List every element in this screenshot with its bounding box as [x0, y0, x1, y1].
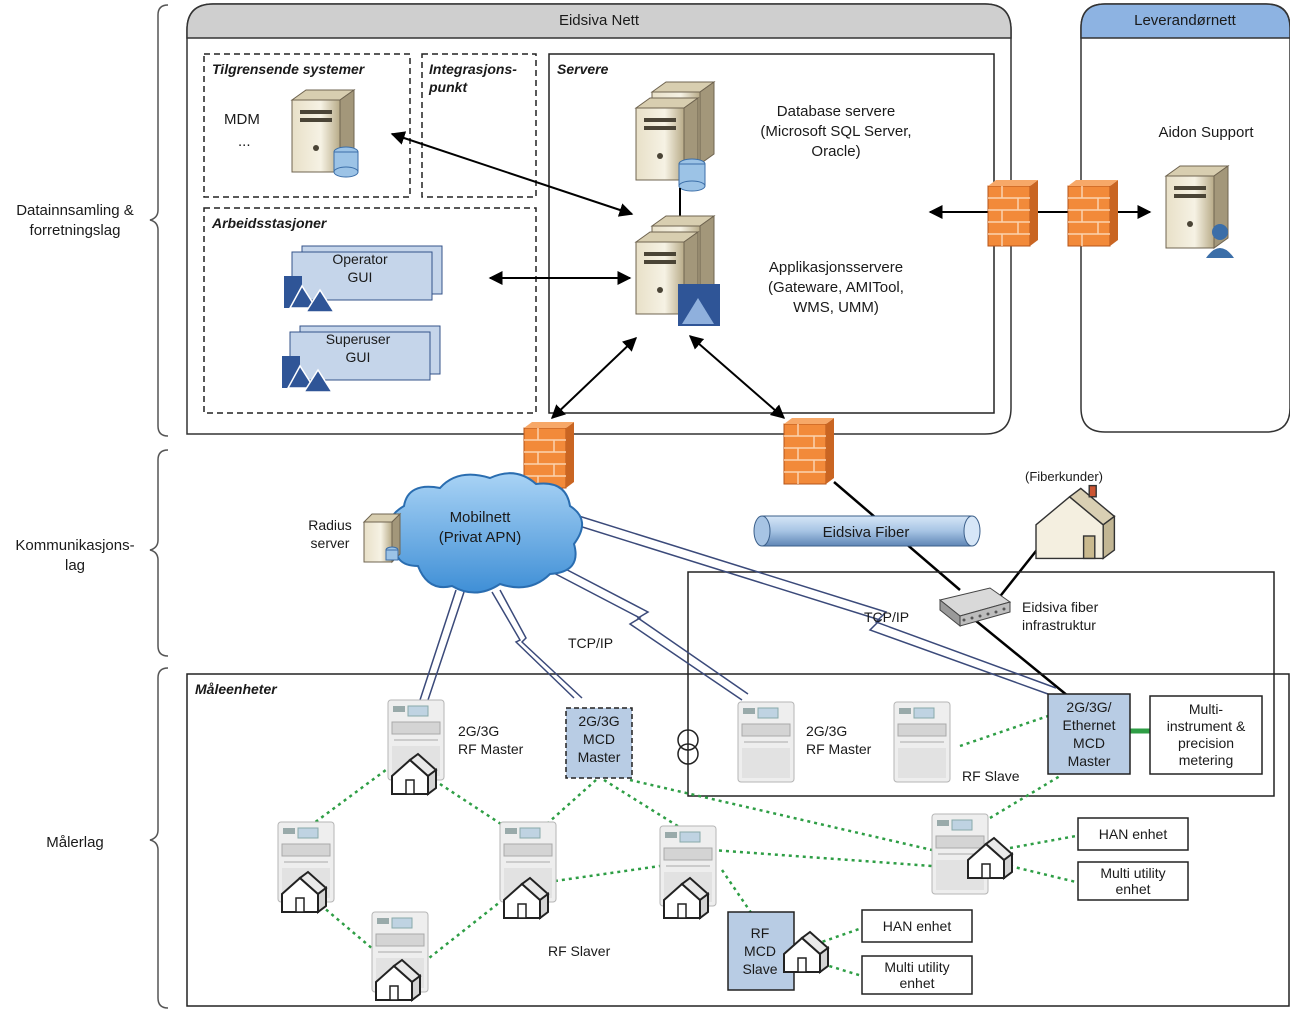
- rf-slave-meter-icon: [893, 701, 951, 783]
- ethernet-mcd-master-box: [1047, 693, 1131, 775]
- label-tcpip-2: TCP/IP: [864, 609, 909, 625]
- firewall-icon-4: [783, 417, 835, 485]
- radius-server-icon: [362, 512, 402, 564]
- rf-master-meter-icon-2: [737, 701, 795, 783]
- multi-utility-box-2: [861, 955, 973, 995]
- label-rf-slave: RF Slave: [962, 768, 1020, 784]
- firewall-icon-3: [523, 421, 575, 489]
- mcd-master-box: [565, 707, 633, 779]
- wireless-links: [419, 511, 1057, 701]
- title-servere: Servere: [557, 61, 609, 77]
- fiber-pipe: [753, 515, 981, 547]
- box-maleenheter: [186, 673, 1290, 1007]
- title-arbeidsstasjoner: Arbeidsstasjoner: [211, 215, 328, 231]
- panel-title-eidsiva-nett: Eidsiva Nett: [559, 12, 640, 29]
- label-han-2: HAN enhet: [883, 918, 952, 934]
- layer-braces: [149, 4, 169, 1009]
- multi-instrument-box: [1149, 695, 1263, 775]
- box-tilgrensende: [203, 53, 411, 198]
- database-server-icon: [635, 97, 706, 192]
- label-mobilnett: Mobilnett(Privat APN): [439, 509, 522, 546]
- label-fiberkunder: (Fiberkunder): [1025, 469, 1103, 484]
- mdm-server-icon: [291, 89, 359, 178]
- fiber-switch-icon: [938, 587, 1012, 628]
- transformer-icon: [677, 729, 699, 765]
- multi-utility-box-1: [1077, 861, 1189, 901]
- label-aidon: Aidon Support: [1158, 124, 1254, 141]
- fiberkunder-house-icon: [1035, 484, 1116, 560]
- box-arbeidsstasjoner: [203, 207, 537, 414]
- han-box-1: [1077, 817, 1189, 851]
- han-box-2: [861, 909, 973, 943]
- label-database: Database servere(Microsoft SQL Server,Or…: [760, 103, 911, 160]
- mobilnett-cloud-icon: [388, 472, 583, 594]
- layer-label-comm: Kommunikasjons-lag: [15, 537, 134, 574]
- app-server-icon: [635, 231, 720, 326]
- firewall-icon-1: [987, 179, 1039, 247]
- aidon-server-icon: [1165, 165, 1234, 258]
- label-ellipsis: ...: [238, 133, 251, 150]
- label-app-servers: Applikasjonsservere(Gateware, AMITool,WM…: [768, 259, 904, 316]
- fiber-region-box: [687, 571, 1275, 797]
- rf-mcd-slave-box: [727, 911, 795, 991]
- title-maleenheter: Måleenheter: [195, 681, 278, 697]
- firewall-icon-2: [1067, 179, 1119, 247]
- layer-label-data: Datainnsamling &forretningslag: [16, 202, 134, 239]
- layer-label-meter: Målerlag: [46, 834, 104, 851]
- label-han-1: HAN enhet: [1099, 826, 1168, 842]
- label-tcpip-1: TCP/IP: [568, 635, 613, 651]
- panel-title-leverandornett: Leverandørnett: [1134, 12, 1237, 29]
- rf-mesh-links: [309, 714, 1077, 978]
- title-tilgrensende: Tilgrensende systemer: [212, 61, 366, 77]
- label-eidsiva-fiber: Eidsiva Fiber: [823, 524, 910, 541]
- label-mdm: MDM: [224, 111, 260, 128]
- title-integrasjon: Integrasjons-punkt: [428, 61, 517, 95]
- label-rf-slaver: RF Slaver: [548, 943, 611, 959]
